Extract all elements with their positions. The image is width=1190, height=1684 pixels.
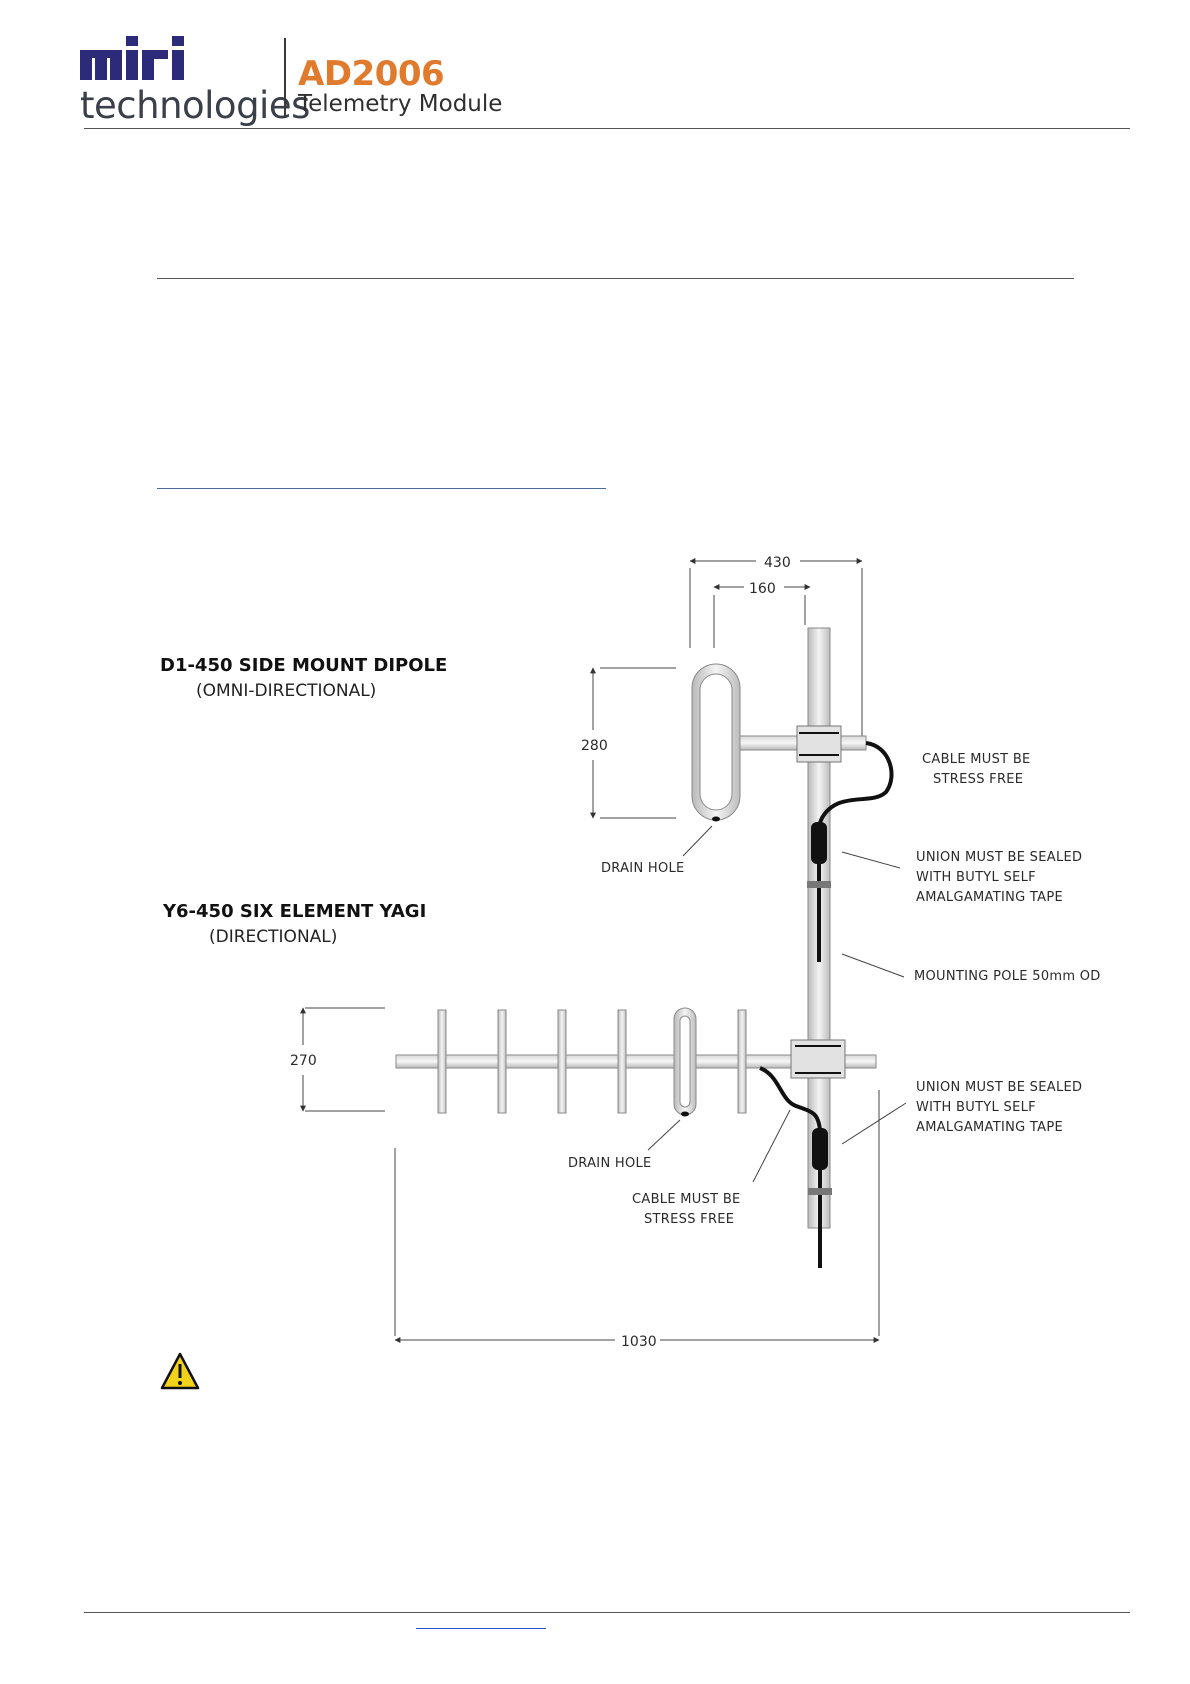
dimension-280: [590, 667, 676, 819]
dipole-clamp: [796, 725, 842, 763]
dimension-430-label: 430: [764, 555, 791, 571]
yagi-element-3: [557, 1009, 567, 1114]
yagi-drain-hole-icon: [681, 1111, 689, 1117]
yagi-title: Y6-450 SIX ELEMENT YAGI: [162, 901, 426, 922]
yagi-cable-note-2: STRESS FREE: [644, 1212, 734, 1227]
dimension-270: [300, 1007, 385, 1112]
dimension-280-label: 280: [581, 738, 608, 754]
footer-rule: [84, 1612, 1130, 1613]
yagi-subtitle: (DIRECTIONAL): [209, 927, 337, 947]
dimension-1030: [394, 1090, 880, 1343]
footer-link-underline[interactable]: [416, 1628, 546, 1629]
dimension-1030-label: 1030: [621, 1334, 657, 1350]
yagi-element-6: [737, 1009, 747, 1114]
dipole-subtitle: (OMNI-DIRECTIONAL): [196, 681, 376, 701]
header-divider: [284, 38, 286, 118]
section-rule: [157, 278, 1074, 279]
yagi-union-note-3: AMALGAMATING TAPE: [916, 1120, 1063, 1135]
dipole-tape-band: [807, 881, 831, 888]
yagi-boom: [395, 1054, 877, 1069]
dimension-430: [689, 558, 863, 740]
header-rule: [84, 128, 1130, 129]
yagi-element-1: [437, 1009, 447, 1114]
yagi-cable: [759, 1066, 822, 1131]
dipole-union-note-1: UNION MUST BE SEALED: [916, 850, 1082, 865]
logo-wordmark: technologies: [80, 84, 310, 127]
dipole-title: D1-450 SIDE MOUNT DIPOLE: [160, 655, 447, 676]
yagi-elements: [437, 1009, 747, 1114]
yagi-union: [812, 1128, 828, 1170]
miri-logo: miri: [80, 36, 184, 80]
dipole-drain-hole-icon: [712, 816, 720, 822]
warning-triangle-icon: [160, 1352, 200, 1390]
dimension-160: [713, 584, 811, 648]
yagi-tape-band: [808, 1188, 832, 1195]
dipole-cable-note-2: STRESS FREE: [933, 772, 1023, 787]
dipole-drain-hole-label: DRAIN HOLE: [601, 861, 685, 876]
product-code: AD2006: [298, 54, 445, 94]
yagi-element-4: [617, 1009, 627, 1114]
yagi-element-2: [497, 1009, 507, 1114]
yagi-union-note-2: WITH BUTYL SELF: [916, 1100, 1036, 1115]
dipole-cable-note-1: CABLE MUST BE: [922, 752, 1031, 767]
dimension-270-label: 270: [290, 1053, 317, 1069]
pole-note: MOUNTING POLE 50mm OD: [914, 969, 1101, 984]
product-name: Telemetry Module: [298, 91, 503, 117]
yagi-union-note-1: UNION MUST BE SEALED: [916, 1080, 1082, 1095]
dipole-union-note-2: WITH BUTYL SELF: [916, 870, 1036, 885]
dipole-union-note-3: AMALGAMATING TAPE: [916, 890, 1063, 905]
section-underline: [157, 488, 606, 489]
yagi-cable-note-1: CABLE MUST BE: [632, 1192, 741, 1207]
dipole-union: [811, 822, 827, 864]
dimension-160-label: 160: [749, 581, 776, 597]
yagi-driven-element-inner: [679, 1015, 691, 1108]
dipole-element-inner: [699, 673, 733, 811]
yagi-drain-hole-label: DRAIN HOLE: [568, 1156, 652, 1171]
